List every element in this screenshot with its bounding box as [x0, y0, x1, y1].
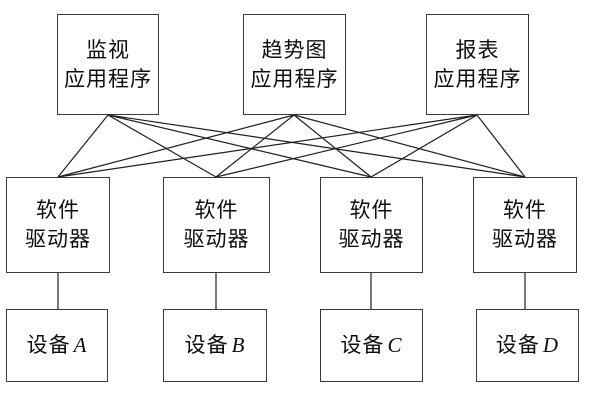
node-label: 应用程序: [250, 66, 339, 91]
edge-app0-driver0: [57, 114, 109, 178]
node-software-driver-2: 软件 驱动器: [163, 177, 270, 273]
device-label: 设备: [184, 333, 229, 357]
device-letter: D: [542, 333, 560, 357]
edge-app2-driver2: [370, 114, 478, 178]
node-label: 报表: [455, 37, 500, 62]
edge-app0-driver1: [107, 114, 217, 178]
node-label: 驱动器: [338, 227, 405, 251]
node-label: 驱动器: [25, 227, 91, 251]
node-label: 应用程序: [433, 66, 522, 91]
device-letter: C: [387, 333, 403, 357]
edge-app0-driver2: [107, 114, 372, 178]
edge-app2-driver1: [215, 114, 478, 178]
device-label: 设备: [340, 333, 385, 357]
device-letter: A: [73, 333, 88, 357]
node-label: 驱动器: [183, 227, 250, 251]
node-monitor-application: 监视 应用程序: [57, 14, 159, 115]
device-label: 设备: [495, 333, 540, 357]
device-label: 设备: [26, 333, 71, 357]
node-trend-chart-application: 趋势图 应用程序: [243, 14, 346, 115]
edge-app1-driver2: [293, 114, 372, 178]
edge-app1-driver0: [57, 114, 295, 178]
node-label: 软件: [194, 198, 239, 222]
edge-app2-driver3: [476, 114, 526, 178]
node-label: 软件: [36, 198, 80, 222]
node-software-driver-4: 软件 驱动器: [473, 177, 577, 273]
node-software-driver-1: 软件 驱动器: [6, 177, 110, 273]
device-letter: B: [231, 333, 246, 357]
node-report-application: 报表 应用程序: [426, 14, 529, 115]
edge-app1-driver1: [215, 114, 295, 178]
edge-app0-driver3: [107, 114, 526, 178]
node-label: 软件: [349, 198, 394, 222]
node-label: 应用程序: [64, 66, 152, 91]
node-label: 监视: [86, 37, 130, 62]
node-label: 驱动器: [492, 227, 558, 251]
node-label: 软件: [503, 198, 547, 222]
edge-app2-driver0: [57, 114, 478, 178]
node-label: 趋势图: [261, 37, 328, 62]
node-software-driver-3: 软件 驱动器: [320, 177, 423, 273]
edge-app1-driver3: [293, 114, 526, 178]
